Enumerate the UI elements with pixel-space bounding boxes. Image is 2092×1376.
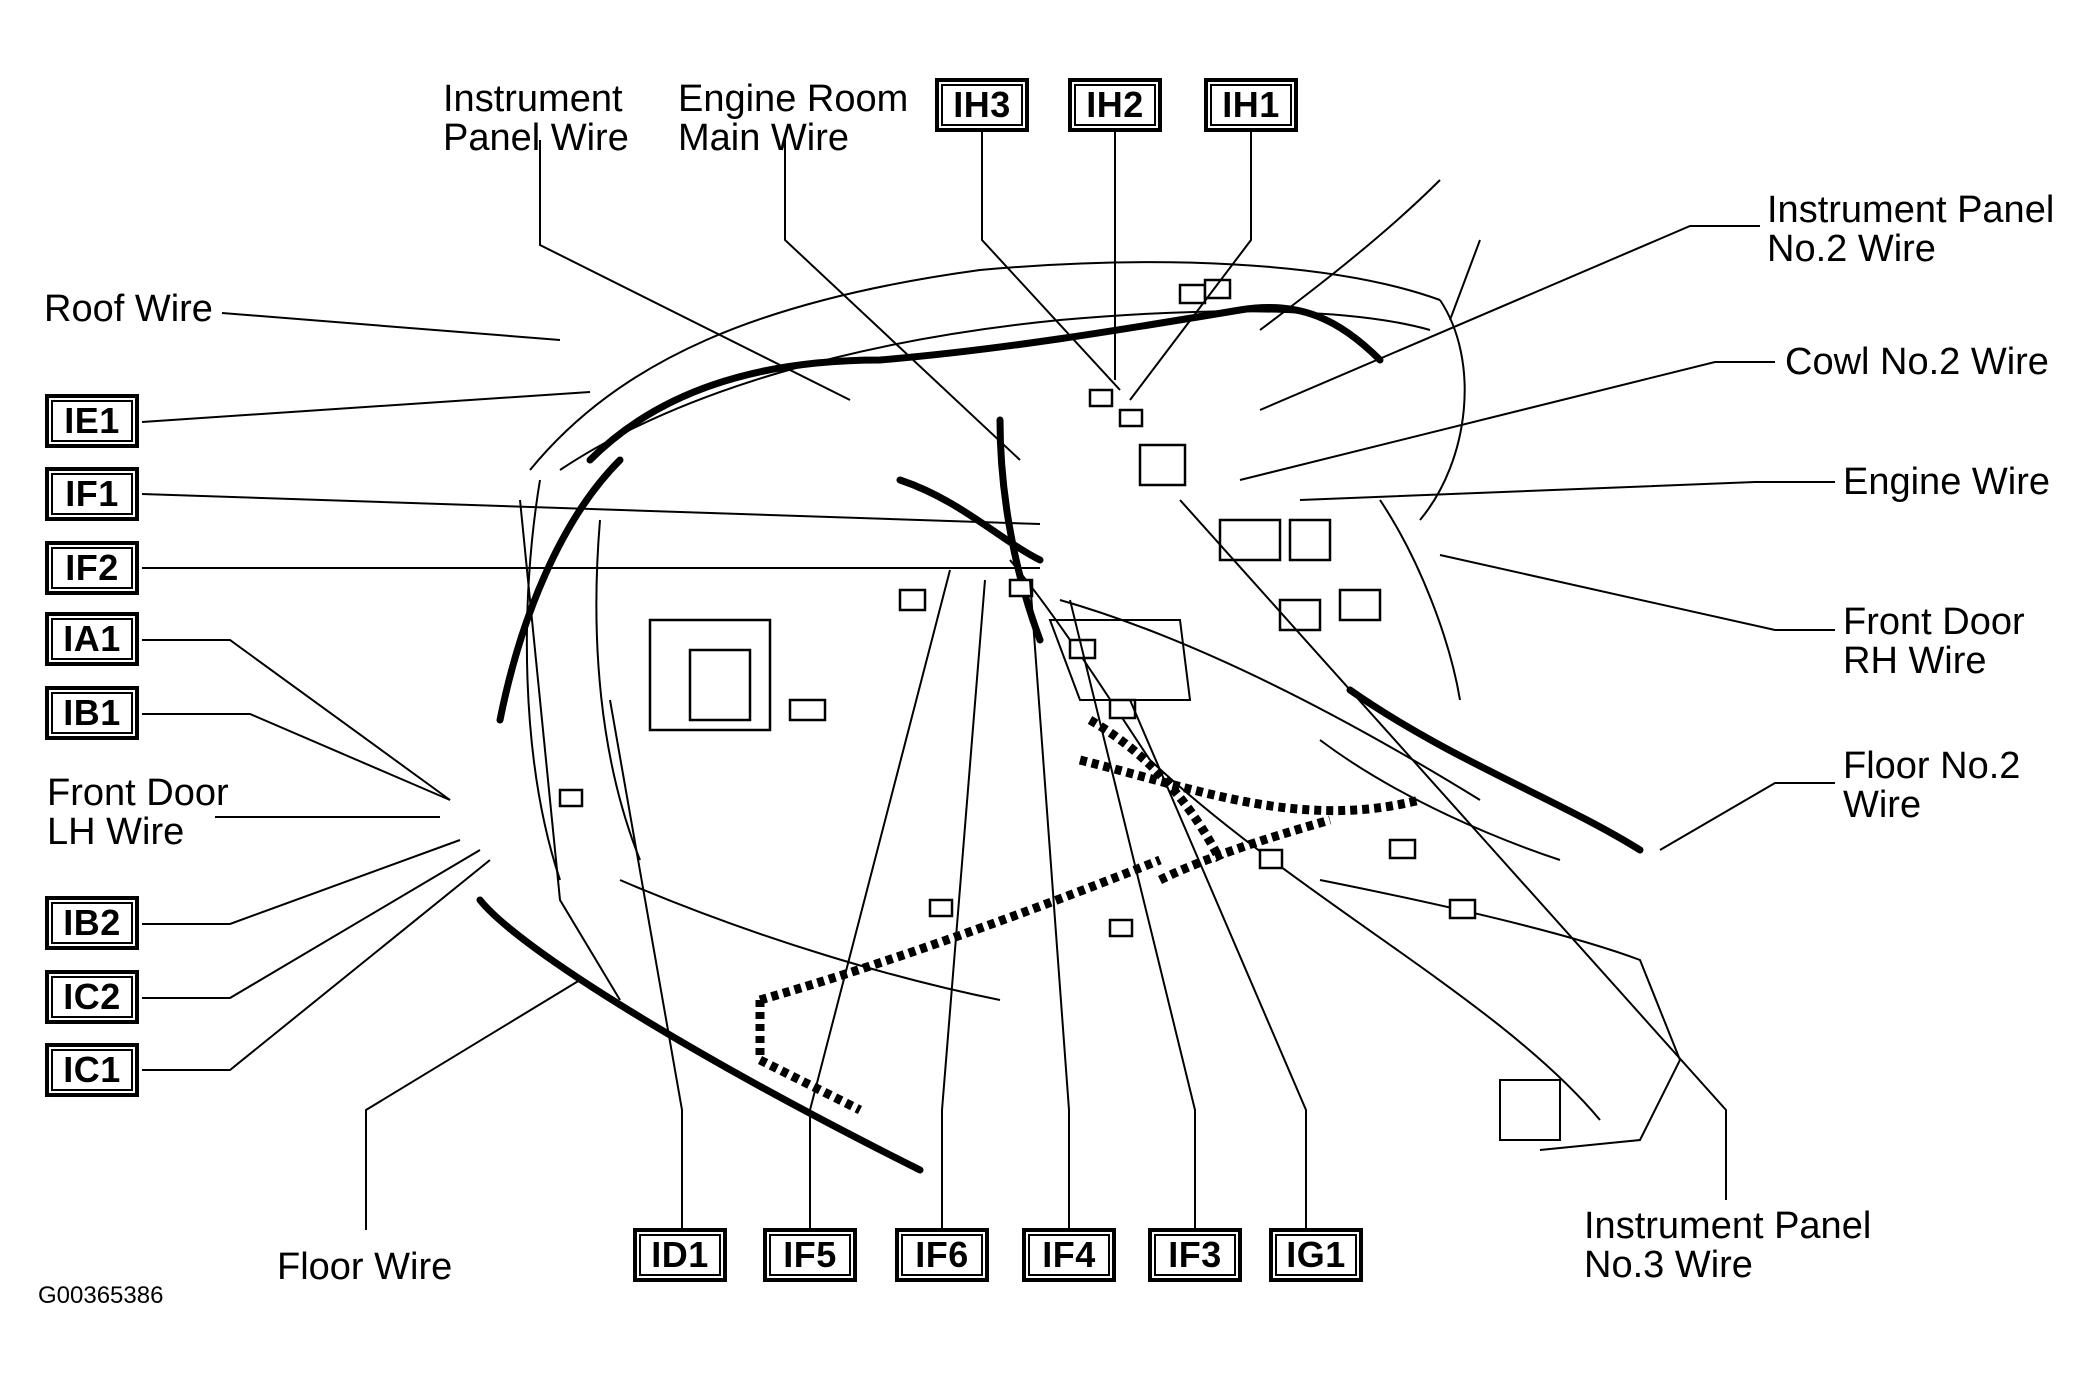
connector-code-if6: IF6 <box>895 1228 989 1282</box>
label-roof-wire: Roof Wire <box>44 288 213 330</box>
label-front-door-rh-wire: Front Door RH Wire <box>1843 601 2025 682</box>
connector-code-ic2: IC2 <box>45 970 139 1024</box>
figure-id: G00365386 <box>38 1282 164 1309</box>
connector-code-id1: ID1 <box>633 1228 727 1282</box>
label-instrument-panel-no2-wire: Instrument Panel No.2 Wire <box>1767 189 2055 270</box>
label-cowl-no2-wire: Cowl No.2 Wire <box>1785 341 2049 383</box>
connector-code-ie1: IE1 <box>45 394 139 448</box>
connector-code-ih2: IH2 <box>1068 78 1162 132</box>
label-engine-room-main-wire: Engine Room Main Wire <box>678 78 909 159</box>
label-instrument-panel-wire: Instrument Panel Wire <box>443 78 629 159</box>
dashboard-outline <box>519 179 1682 1151</box>
connector-code-ia1: IA1 <box>45 612 139 666</box>
connector-code-if5: IF5 <box>763 1228 857 1282</box>
connector-code-ig1: IG1 <box>1269 1228 1363 1282</box>
connector-code-ih1: IH1 <box>1204 78 1298 132</box>
connector-code-ib2: IB2 <box>45 896 139 950</box>
leader-lines <box>141 129 1835 1230</box>
connector-code-if2: IF2 <box>45 541 139 595</box>
connector-code-if3: IF3 <box>1148 1228 1242 1282</box>
label-floor-wire: Floor Wire <box>277 1246 453 1288</box>
label-front-door-lh-wire: Front Door LH Wire <box>47 772 229 853</box>
connector-blocks <box>558 278 1477 938</box>
connector-code-ib1: IB1 <box>45 686 139 740</box>
connector-code-ic1: IC1 <box>45 1043 139 1097</box>
corrugated-harness <box>755 716 1422 1115</box>
label-engine-wire: Engine Wire <box>1843 461 2050 503</box>
connector-code-if1: IF1 <box>45 467 139 521</box>
connector-code-ih3: IH3 <box>935 78 1029 132</box>
label-instrument-panel-no3-wire: Instrument Panel No.3 Wire <box>1584 1205 1872 1286</box>
label-floor-no2-wire: Floor No.2 Wire <box>1843 745 2021 826</box>
connector-code-if4: IF4 <box>1022 1228 1116 1282</box>
harness-runs <box>476 303 1644 1174</box>
